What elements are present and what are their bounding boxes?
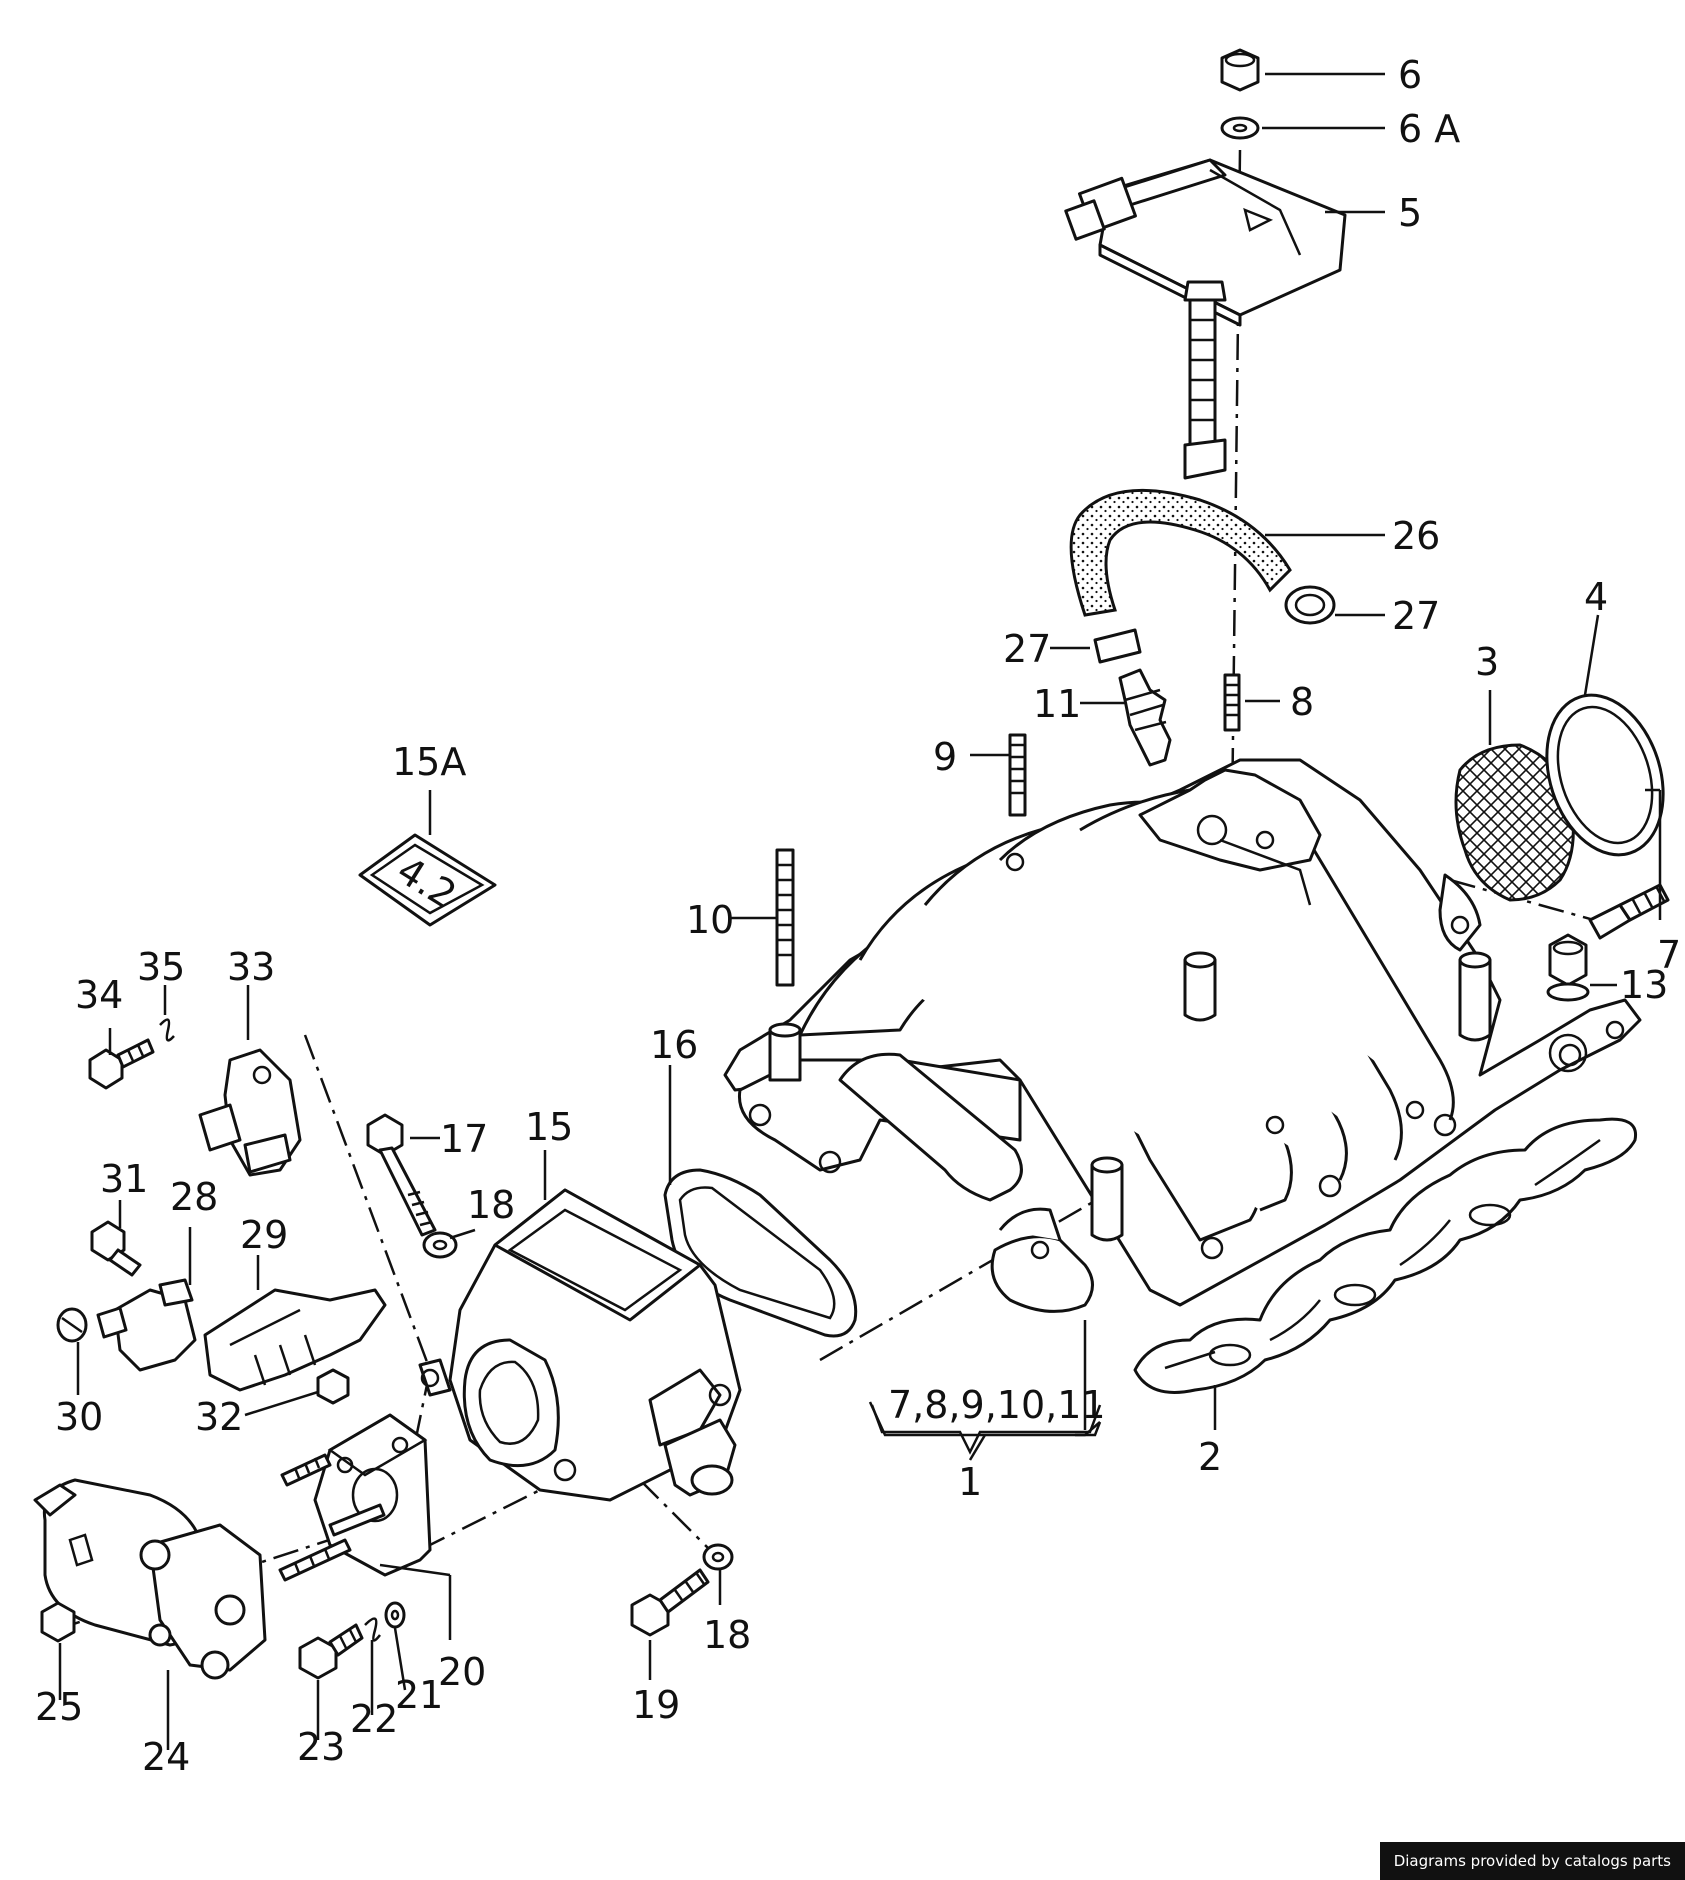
part-7-stud bbox=[1588, 883, 1670, 940]
part-31-bolt bbox=[90, 1220, 142, 1277]
label-20: 20 bbox=[438, 1650, 486, 1694]
part-6-nut bbox=[1220, 48, 1260, 92]
label-11: 11 bbox=[1033, 682, 1081, 726]
label-17: 17 bbox=[440, 1117, 488, 1161]
part-20-mount-screws bbox=[278, 1453, 386, 1582]
label-21: 21 bbox=[395, 1673, 443, 1717]
label-18-bottom: 18 bbox=[703, 1613, 751, 1657]
label-27-left: 27 bbox=[1003, 627, 1051, 671]
part-10-stud bbox=[768, 848, 802, 1082]
label-32: 32 bbox=[195, 1395, 243, 1439]
label-18-top: 18 bbox=[467, 1183, 515, 1227]
part-17-bolt bbox=[366, 1113, 437, 1237]
label-1: 1 bbox=[958, 1460, 982, 1504]
label-27-right: 27 bbox=[1392, 594, 1440, 638]
label-10: 10 bbox=[686, 898, 734, 942]
part-15a-id-plate: 4.2 bbox=[358, 833, 497, 927]
part-9-stud bbox=[1008, 733, 1027, 817]
label-23: 23 bbox=[297, 1725, 345, 1769]
label-6: 6 bbox=[1398, 53, 1422, 97]
label-31: 31 bbox=[100, 1157, 148, 1201]
group-1-bracket bbox=[870, 1404, 1102, 1455]
part-5-sensor-module bbox=[1064, 158, 1347, 480]
label-6a: 6 A bbox=[1398, 107, 1460, 151]
part-21-washer bbox=[384, 1601, 406, 1629]
label-3: 3 bbox=[1475, 640, 1499, 684]
label-19: 19 bbox=[632, 1683, 680, 1727]
part-28-sensor bbox=[96, 1278, 197, 1372]
part-26-breather-hose bbox=[1069, 488, 1292, 617]
label-8: 8 bbox=[1290, 680, 1314, 724]
part-33-switch bbox=[198, 1048, 302, 1177]
label-9: 9 bbox=[933, 735, 957, 779]
part-32-nut bbox=[316, 1368, 350, 1405]
part-23-screw bbox=[298, 1623, 364, 1680]
part-18-washer-bottom bbox=[702, 1543, 734, 1571]
part-4-o-ring bbox=[1545, 693, 1665, 857]
part-18-washer-top bbox=[422, 1231, 458, 1259]
part-6a-washer bbox=[1220, 116, 1260, 140]
part-20-spacer-plate bbox=[313, 1413, 432, 1577]
part-27-hose-clamp-left bbox=[1093, 628, 1142, 664]
label-29: 29 bbox=[240, 1213, 288, 1257]
label-24: 24 bbox=[142, 1735, 190, 1779]
part-24-idle-actuator bbox=[33, 1478, 267, 1680]
label-35: 35 bbox=[137, 945, 185, 989]
label-26: 26 bbox=[1392, 514, 1440, 558]
label-2: 2 bbox=[1198, 1435, 1222, 1479]
label-4: 4 bbox=[1584, 575, 1608, 619]
label-22: 22 bbox=[350, 1697, 398, 1741]
part-11-nipple bbox=[1118, 668, 1172, 767]
label-13: 13 bbox=[1620, 963, 1668, 1007]
label-15: 15 bbox=[525, 1105, 573, 1149]
part-1-intake-manifold bbox=[723, 758, 1642, 1313]
part-19-bolt bbox=[630, 1568, 710, 1637]
part-2-manifold-gasket bbox=[1133, 1117, 1638, 1394]
label-34: 34 bbox=[75, 973, 123, 1017]
part-15-throttle-body bbox=[418, 1188, 742, 1502]
label-5: 5 bbox=[1398, 191, 1422, 235]
label-28: 28 bbox=[170, 1175, 218, 1219]
label-7: 7 bbox=[1657, 933, 1681, 977]
credit-banner: Diagrams provided by catalogs parts bbox=[1379, 1842, 1685, 1880]
callout-labels: 6 6 A 5 26 27 4 3 27 11 8 9 10 7 13 15A … bbox=[35, 53, 1681, 1779]
label-30: 30 bbox=[55, 1395, 103, 1439]
label-15a: 15A bbox=[392, 740, 466, 784]
label-33: 33 bbox=[227, 945, 275, 989]
part-35-washer bbox=[159, 1018, 175, 1042]
part-3-intake-screen bbox=[1454, 743, 1575, 902]
part-27-hose-clamp-right bbox=[1284, 585, 1336, 625]
part-8-stud bbox=[1223, 673, 1241, 732]
label-16: 16 bbox=[650, 1023, 698, 1067]
part-30-screw bbox=[56, 1307, 88, 1343]
part-25-cap bbox=[40, 1601, 76, 1643]
label-25: 25 bbox=[35, 1685, 83, 1729]
part-13-nut bbox=[1546, 933, 1590, 1002]
part-34-screw bbox=[88, 1038, 155, 1090]
label-7-8-9-10-11: 7,8,9,10,11 bbox=[888, 1383, 1106, 1427]
part-22-lock-washer bbox=[364, 1617, 381, 1642]
part-29-bracket bbox=[203, 1288, 387, 1392]
